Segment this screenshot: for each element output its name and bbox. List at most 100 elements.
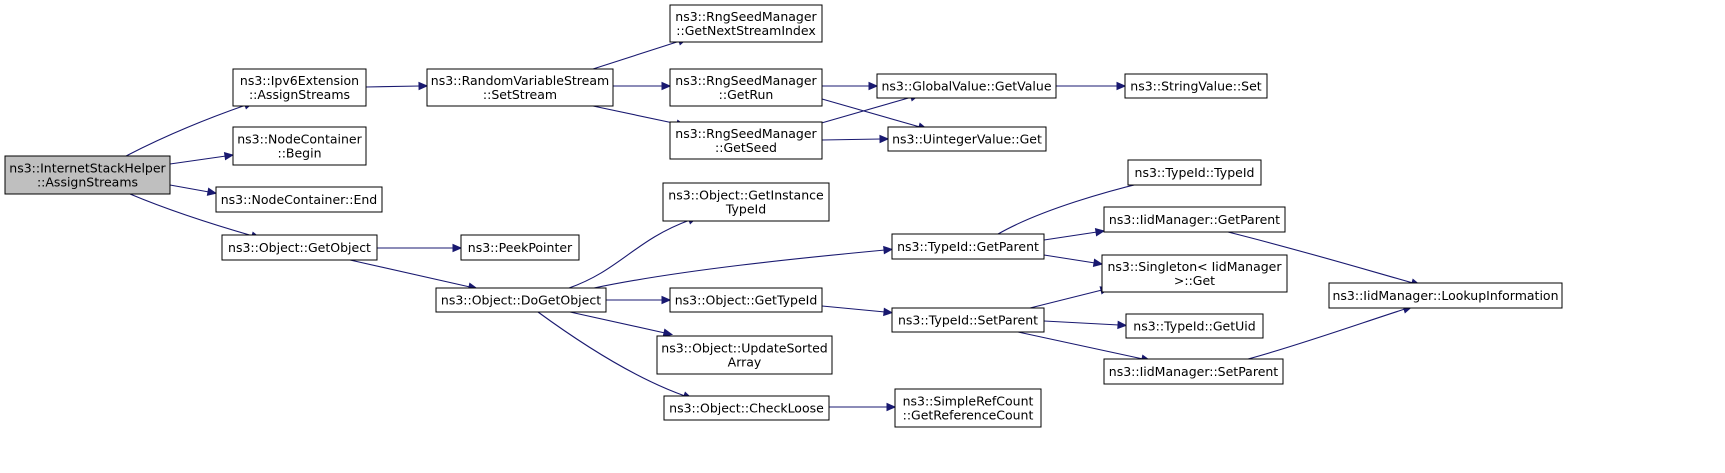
function-node-n7[interactable]: ns3::Object::DoGetObject (435, 287, 607, 313)
call-edge-n7-n11 (568, 216, 698, 289)
call-edge-n0-n3 (169, 184, 218, 196)
call-edge-n5-n8 (592, 37, 688, 70)
node-box[interactable] (894, 388, 1042, 428)
node-box[interactable] (656, 335, 833, 375)
call-edge-n10-n16 (821, 134, 890, 144)
node-box[interactable] (460, 234, 580, 261)
function-node-n23[interactable]: ns3::Singleton< IidManager>::Get (1101, 254, 1288, 293)
function-node-n14[interactable]: ns3::Object::CheckLoose (663, 395, 830, 421)
node-label: ns3::IidManager::LookupInformation (1332, 288, 1558, 303)
node-label: ns3::RngSeedManager (675, 9, 817, 24)
node-label: ns3::PeekPointer (468, 240, 573, 255)
function-node-n25[interactable]: ns3::IidManager::SetParent (1103, 358, 1284, 385)
node-box[interactable] (1101, 254, 1288, 293)
function-node-n6[interactable]: ns3::PeekPointer (460, 234, 580, 261)
function-node-n22[interactable]: ns3::IidManager::GetParent (1103, 206, 1286, 233)
node-label: ns3::IidManager::GetParent (1109, 212, 1280, 227)
node-label: ns3::IidManager::SetParent (1109, 364, 1279, 379)
node-label: ns3::Ipv6Extension (240, 73, 359, 88)
node-box[interactable] (669, 4, 823, 43)
node-box[interactable] (669, 121, 823, 160)
function-nodes: ns3::InternetStackHelper::AssignStreamsn… (4, 4, 1563, 428)
node-box[interactable] (232, 126, 367, 166)
function-node-n5[interactable]: ns3::RandomVariableStream::SetStream (426, 68, 614, 107)
node-box[interactable] (1103, 358, 1284, 385)
call-edge-n7-n12 (606, 295, 672, 305)
function-node-n8[interactable]: ns3::RngSeedManager::GetNextStreamIndex (669, 4, 823, 43)
function-node-n9[interactable]: ns3::RngSeedManager::GetRun (669, 68, 823, 107)
node-box[interactable] (891, 307, 1045, 333)
node-box[interactable] (232, 68, 367, 107)
node-box[interactable] (662, 182, 830, 222)
function-node-n3[interactable]: ns3::NodeContainer::End (215, 186, 383, 213)
node-label: >::Get (1174, 273, 1215, 288)
node-box[interactable] (221, 234, 378, 261)
node-box[interactable] (876, 73, 1057, 99)
function-node-n24[interactable]: ns3::TypeId::GetUid (1125, 313, 1264, 339)
node-label: ns3::SimpleRefCount (903, 394, 1034, 409)
node-label: ns3::TypeId::SetParent (898, 313, 1038, 328)
call-edge-n4-n7 (349, 259, 479, 291)
node-box[interactable] (669, 68, 823, 107)
call-edge-n9-n16 (821, 98, 928, 131)
call-edge-n17-n22 (1043, 228, 1106, 241)
node-label: ::AssignStreams (249, 87, 350, 102)
function-node-n16[interactable]: ns3::UintegerValue::Get (887, 126, 1047, 152)
node-label: ::AssignStreams (37, 175, 138, 190)
function-node-n12[interactable]: ns3::Object::GetTypeId (669, 287, 823, 313)
node-box[interactable] (1127, 159, 1262, 186)
function-node-n26[interactable]: ns3::IidManager::LookupInformation (1328, 282, 1563, 309)
node-label: ns3::RngSeedManager (675, 73, 817, 88)
node-label: ns3::NodeContainer::End (221, 192, 377, 207)
function-node-n4[interactable]: ns3::Object::GetObject (221, 234, 378, 261)
function-node-n2[interactable]: ns3::NodeContainer::Begin (232, 126, 367, 166)
call-edge-n14-n19 (829, 402, 897, 412)
function-node-n1[interactable]: ns3::Ipv6Extension::AssignStreams (232, 68, 367, 107)
node-box[interactable] (435, 287, 607, 313)
function-node-n17[interactable]: ns3::TypeId::GetParent (891, 233, 1045, 260)
node-box[interactable] (663, 395, 830, 421)
node-label: Array (728, 355, 762, 370)
node-label: ::GetNextStreamIndex (676, 23, 815, 38)
call-edge-n0-n2 (169, 151, 235, 165)
node-label: ::GetSeed (715, 140, 777, 155)
node-box[interactable] (1103, 206, 1286, 233)
node-box[interactable] (887, 126, 1047, 152)
call-edge-n1-n5 (365, 81, 429, 91)
node-label: ::Begin (277, 146, 321, 161)
node-box[interactable] (1124, 73, 1268, 99)
node-label: ns3::RandomVariableStream (431, 73, 609, 88)
function-node-n19[interactable]: ns3::SimpleRefCount::GetReferenceCount (894, 388, 1042, 428)
node-label: ::SetStream (483, 87, 557, 102)
node-box[interactable] (1125, 313, 1264, 339)
node-label: ::GetRun (719, 87, 774, 102)
function-node-n21[interactable]: ns3::TypeId::TypeId (1127, 159, 1262, 186)
node-box[interactable] (669, 287, 823, 313)
node-label: ns3::StringValue::Set (1130, 79, 1261, 94)
node-label: ns3::NodeContainer (237, 132, 362, 147)
call-edge-n12-n18 (821, 305, 894, 317)
node-label: ns3::TypeId::GetUid (1133, 319, 1255, 334)
node-box[interactable] (215, 186, 383, 213)
call-edge-n4-n6 (377, 243, 463, 253)
call-edge-n5-n9 (613, 81, 672, 91)
function-node-n0[interactable]: ns3::InternetStackHelper::AssignStreams (4, 155, 171, 195)
node-label: ns3::GlobalValue::GetValue (881, 79, 1051, 94)
node-label: ns3::RngSeedManager (675, 126, 817, 141)
function-node-n10[interactable]: ns3::RngSeedManager::GetSeed (669, 121, 823, 160)
node-label: ns3::Singleton< IidManager (1107, 259, 1282, 274)
function-node-n18[interactable]: ns3::TypeId::SetParent (891, 307, 1045, 333)
node-box[interactable] (4, 155, 171, 195)
function-node-n15[interactable]: ns3::GlobalValue::GetValue (876, 73, 1057, 99)
call-edge-n7-n17 (593, 245, 894, 289)
node-label: ns3::Object::GetObject (228, 240, 371, 255)
node-box[interactable] (1328, 282, 1563, 309)
call-edge-n9-n15 (822, 81, 879, 91)
call-edge-n15-n20 (1056, 81, 1127, 91)
function-node-n20[interactable]: ns3::StringValue::Set (1124, 73, 1268, 99)
node-box[interactable] (426, 68, 614, 107)
node-box[interactable] (891, 233, 1045, 260)
